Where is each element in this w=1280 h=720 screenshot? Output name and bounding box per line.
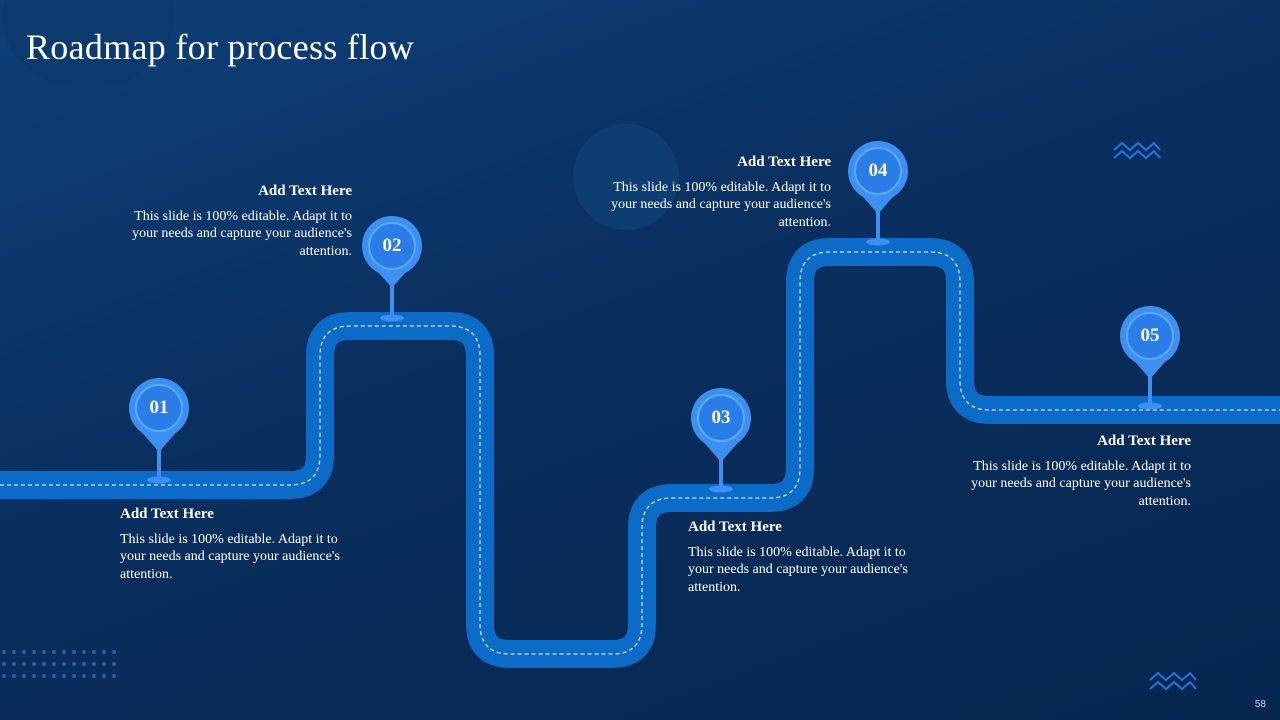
slide-title: Roadmap for process flow: [26, 27, 415, 67]
road-center-line: [0, 251, 1280, 655]
pin-stem-03: [709, 445, 733, 493]
step-body-01: This slide is 100% editable. Adapt it to…: [120, 531, 340, 582]
step-text-02: Add Text Here This slide is 100% editabl…: [122, 183, 352, 260]
pin-stem-02: [380, 272, 404, 322]
step-number-03: 03: [711, 407, 731, 428]
pin-stem-05: [1138, 363, 1162, 410]
decorative-circle-center: [573, 124, 679, 230]
step-text-03: Add Text Here This slide is 100% editabl…: [688, 519, 918, 596]
step-text-01: Add Text Here This slide is 100% editabl…: [120, 506, 350, 583]
step-marker-04: 04: [848, 141, 908, 201]
pin-stem-01: [147, 436, 171, 484]
step-heading-03: Add Text Here: [688, 519, 782, 535]
step-number-02: 02: [382, 235, 402, 256]
step-body-03: This slide is 100% editable. Adapt it to…: [688, 544, 908, 595]
step-heading-04: Add Text Here: [737, 154, 831, 170]
zigzag-decoration-top-right: [1113, 141, 1161, 160]
step-marker-02: 02: [362, 216, 422, 276]
pin-stem-04: [866, 198, 890, 246]
step-heading-05: Add Text Here: [1097, 433, 1191, 449]
step-number-04: 04: [868, 160, 888, 181]
step-number-01: 01: [149, 397, 169, 418]
step-marker-05: 05: [1120, 306, 1180, 366]
step-heading-01: Add Text Here: [120, 506, 214, 522]
step-heading-02: Add Text Here: [258, 183, 352, 199]
page-number: 58: [1254, 699, 1266, 710]
step-number-05: 05: [1140, 325, 1160, 346]
dot-grid-decoration: [2, 650, 116, 678]
step-body-05: This slide is 100% editable. Adapt it to…: [971, 458, 1191, 509]
step-text-05: Add Text Here This slide is 100% editabl…: [961, 433, 1191, 510]
step-body-02: This slide is 100% editable. Adapt it to…: [132, 208, 352, 259]
step-marker-01: 01: [129, 378, 189, 438]
step-marker-03: 03: [691, 388, 751, 448]
step-text-04: Add Text Here This slide is 100% editabl…: [601, 154, 831, 231]
step-body-04: This slide is 100% editable. Adapt it to…: [611, 179, 831, 230]
zigzag-decoration-bottom-right: [1149, 671, 1197, 691]
